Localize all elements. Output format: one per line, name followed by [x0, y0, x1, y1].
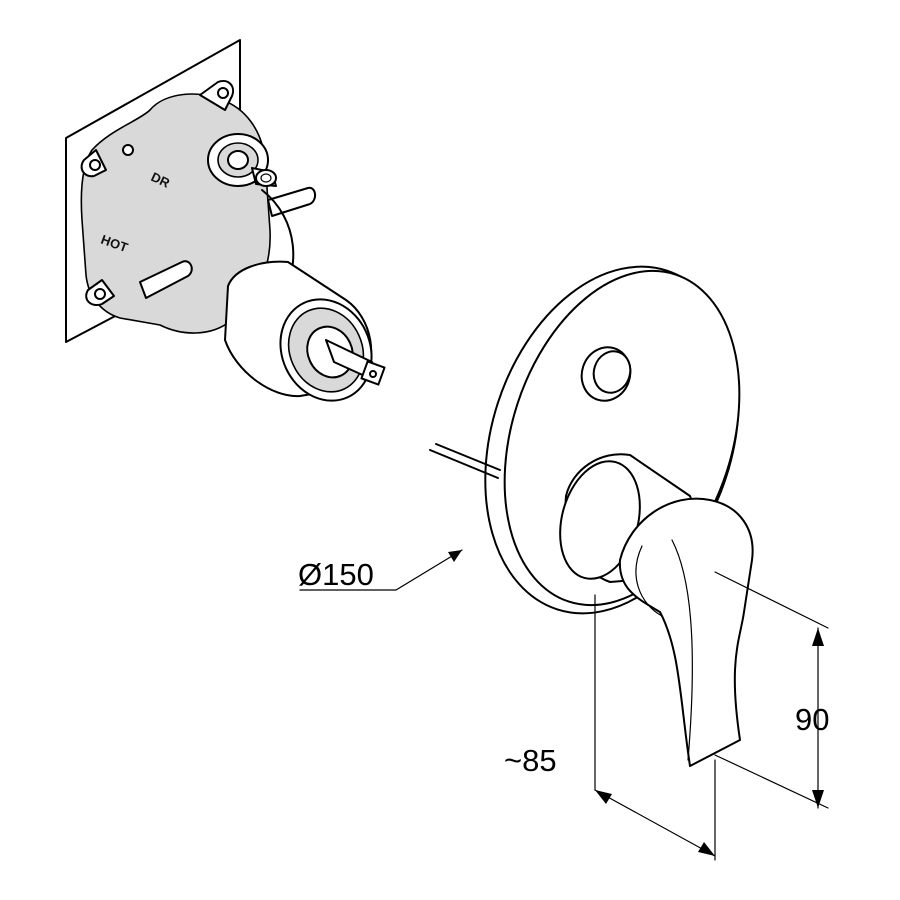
- stem-rod: [429, 449, 499, 479]
- height-label: 90: [795, 702, 829, 737]
- cartridge: [224, 260, 386, 402]
- lever-handle: [559, 453, 754, 767]
- mounting-ears: [80, 80, 234, 306]
- dimension-height: 90: [714, 571, 829, 809]
- port-label-dr: DR: [149, 169, 173, 191]
- lower-outlet-pipe: [139, 260, 193, 299]
- diverter-button: [580, 346, 632, 402]
- depth-label: ~85: [504, 743, 557, 778]
- dimension-diameter: Ø150: [298, 549, 463, 592]
- concealed-valve-body: DR HOT: [65, 39, 386, 402]
- diameter-label: Ø150: [298, 557, 374, 592]
- dimension-depth: ~85: [504, 594, 716, 861]
